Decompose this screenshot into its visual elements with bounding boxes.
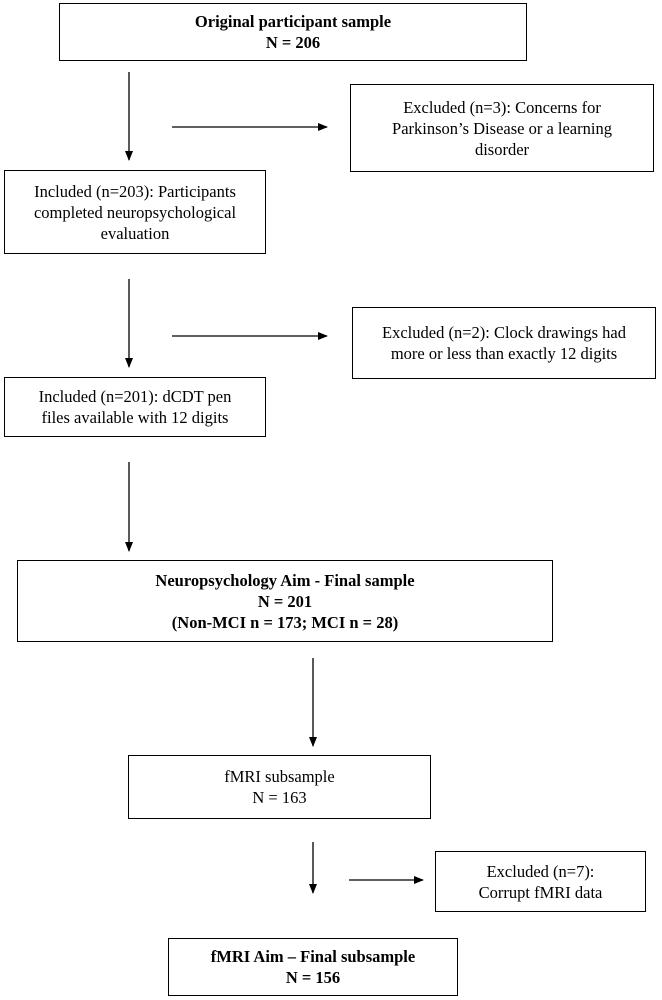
excluded-corrupt-fmri-line2: Corrupt fMRI data [478,882,603,902]
fmri-subsample-title: fMRI subsample [224,767,335,786]
original-sample-box: Original participant sample N = 206 [59,3,527,61]
excluded-parkinsons-line1: Excluded (n=3): Concerns for [403,97,601,117]
included-neuropsych-line2: completed neuropsychological [33,202,237,222]
neuropsychology-final-sample-box: Neuropsychology Aim - Final sample N = 2… [17,560,553,642]
original-sample-title: Original participant sample [194,12,392,31]
included-neuropsych-line1: Included (n=203): Participants [34,181,236,201]
fmri-subsample-box: fMRI subsample N = 163 [128,755,431,819]
neuropsychology-final-breakdown: (Non-MCI n = 173; MCI n = 28) [171,612,399,632]
excluded-parkinsons-line3: disorder [474,139,530,159]
excluded-corrupt-fmri-box: Excluded (n=7): Corrupt fMRI data [435,851,646,912]
fmri-final-subsample-box: fMRI Aim – Final subsample N = 156 [168,938,458,996]
excluded-corrupt-fmri-line1: Excluded (n=7): [486,861,595,881]
excluded-parkinsons-line2: Parkinson’s Disease or a learning [392,118,612,138]
original-sample-count: N = 206 [265,33,321,52]
excluded-clock-digits-line1: Excluded (n=2): Clock drawings had [382,323,626,342]
excluded-clock-digits-line2: more or less than exactly 12 digits [390,344,618,363]
included-dcdt-line1: Included (n=201): dCDT pen [38,387,232,406]
included-neuropsych-box: Included (n=203): Participants completed… [4,170,266,254]
neuropsychology-final-count: N = 201 [257,591,313,611]
fmri-final-count: N = 156 [285,968,341,987]
excluded-parkinsons-box: Excluded (n=3): Concerns for Parkinson’s… [350,84,654,172]
included-dcdt-box: Included (n=201): dCDT pen files availab… [4,377,266,437]
included-neuropsych-line3: evaluation [100,223,170,243]
included-dcdt-line2: files available with 12 digits [41,408,229,427]
fmri-subsample-count: N = 163 [252,788,307,807]
fmri-final-title: fMRI Aim – Final subsample [210,947,416,966]
neuropsychology-final-title: Neuropsychology Aim - Final sample [155,570,415,590]
excluded-clock-digits-box: Excluded (n=2): Clock drawings had more … [352,307,656,379]
